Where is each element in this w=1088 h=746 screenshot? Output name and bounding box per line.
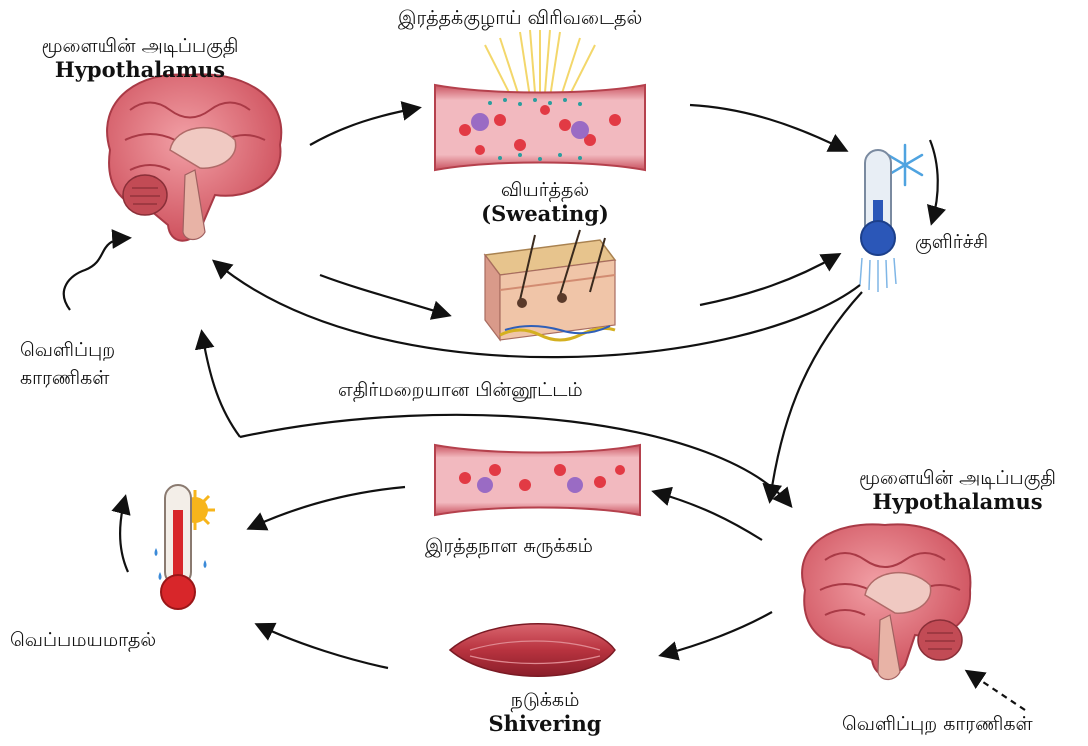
hot-thermometer-image xyxy=(155,485,216,609)
hypothalamus-bottom-ta: மூளையின் அடிப்பகுதி xyxy=(830,468,1085,490)
hypothalamus-top-label: மூளையின் அடிப்பகுதி Hypothalamus xyxy=(10,36,270,82)
arrow-dilation-to-cold xyxy=(690,105,845,150)
shivering-en: Shivering xyxy=(455,712,635,736)
skin-sweating-image xyxy=(485,230,615,340)
external-left-line1: வெளிப்புற xyxy=(20,340,115,362)
heating-label: வெப்பமயமாதல் xyxy=(10,630,156,652)
external-left-line2: காரணிகள் xyxy=(20,368,115,390)
vasodilation-label: இரத்தக்குழாய் விரிவடைதல் xyxy=(398,8,642,30)
arrow-hot-up xyxy=(120,498,128,572)
external-bottom-label: வெளிப்புற காரணிகள் xyxy=(842,714,1033,736)
brain-top-image xyxy=(107,74,281,240)
muscle-shivering-image xyxy=(450,624,615,677)
shivering-ta: நடுக்கம் xyxy=(455,690,635,712)
hypothalamus-bottom-en: Hypothalamus xyxy=(830,490,1085,514)
arrow-external-to-brain xyxy=(64,238,128,310)
arrow-skin-to-cold xyxy=(700,255,838,305)
cold-thermometer-image xyxy=(860,145,922,292)
dilated-vessel-image xyxy=(435,30,645,170)
hypothalamus-bottom-label: மூளையின் அடிப்பகுதி Hypothalamus xyxy=(830,468,1085,514)
shivering-label: நடுக்கம் Shivering xyxy=(455,690,635,736)
external-left-label: வெளிப்புற காரணிகள் xyxy=(20,340,115,390)
sweating-ta: வியர்த்தல் xyxy=(445,180,645,202)
arrow-constriction-to-hot xyxy=(250,487,405,528)
sweating-en: (Sweating) xyxy=(445,202,645,226)
arrow-muscle-to-heat xyxy=(258,625,388,668)
cooling-label: குளிர்ச்சி xyxy=(915,232,988,254)
constricted-vessel-image xyxy=(435,445,640,515)
brain-bottom-image xyxy=(802,524,970,679)
hypothalamus-top-en: Hypothalamus xyxy=(10,58,270,82)
arrow-brain-to-skin xyxy=(320,275,448,315)
hypothalamus-top-ta: மூளையின் அடிப்பகுதி xyxy=(10,36,270,58)
arrow-bottom-brain-to-muscle xyxy=(662,612,772,655)
arrow-heat-feedback-left xyxy=(202,333,240,437)
arrow-brain-to-dilation xyxy=(310,108,418,145)
negative-feedback-label: எதிர்மறையான பின்னூட்டம் xyxy=(338,380,583,402)
arrow-external-bottom-dashed xyxy=(968,672,1025,710)
sweating-label: வியர்த்தல் (Sweating) xyxy=(445,180,645,226)
arrow-bottom-brain-to-constriction xyxy=(655,492,762,540)
vasoconstriction-label: இரத்தநாள சுருக்கம் xyxy=(425,536,593,558)
arrow-cold-down xyxy=(930,140,938,222)
